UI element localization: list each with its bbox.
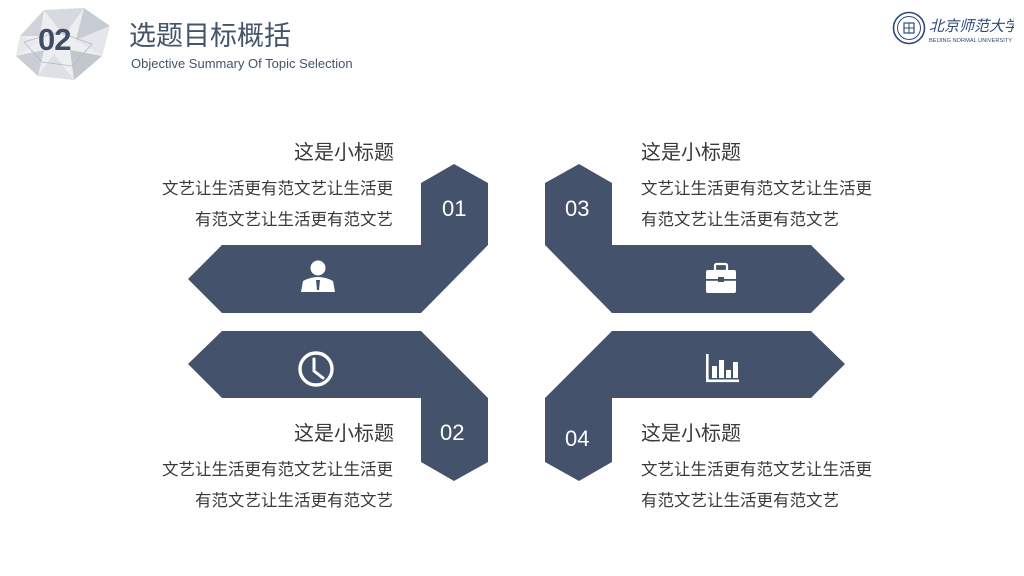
number-01: 01 — [442, 196, 467, 221]
university-logo: 北京师范大学 BEIJING NORMAL UNIVERSITY — [892, 10, 1021, 46]
page-subtitle: Objective Summary Of Topic Selection — [131, 56, 353, 71]
item-01-title: 这是小标题 — [294, 140, 394, 164]
number-03: 03 — [565, 196, 590, 221]
svg-text:BEIJING NORMAL UNIVERSITY: BEIJING NORMAL UNIVERSITY — [929, 38, 1012, 44]
number-04: 04 — [565, 426, 590, 451]
shape-01 — [188, 164, 488, 313]
item-01-line2: 有范文艺让生活更有范文艺 — [195, 210, 393, 229]
item-04-line1: 文艺让生活更有范文艺让生活更 — [641, 460, 872, 479]
item-02-line1: 文艺让生活更有范文艺让生活更 — [162, 460, 393, 479]
clock-icon — [298, 351, 334, 387]
svg-text:北京师范大学: 北京师范大学 — [929, 17, 1014, 35]
shape-04 — [545, 331, 845, 481]
item-03-line1: 文艺让生活更有范文艺让生活更 — [641, 179, 872, 198]
section-number-badge: 02 — [38, 22, 71, 57]
shape-03 — [545, 164, 845, 313]
item-04-line2: 有范文艺让生活更有范文艺 — [641, 491, 839, 510]
briefcase-icon — [706, 262, 736, 293]
user-icon — [301, 260, 335, 292]
bar-chart-icon — [706, 354, 739, 383]
number-02: 02 — [440, 420, 465, 445]
item-02-line2: 有范文艺让生活更有范文艺 — [195, 491, 393, 510]
page-title: 选题目标概括 — [129, 21, 291, 52]
item-02-title: 这是小标题 — [294, 421, 394, 445]
item-04-title: 这是小标题 — [641, 421, 741, 445]
shape-02 — [188, 331, 488, 481]
item-03-line2: 有范文艺让生活更有范文艺 — [641, 210, 839, 229]
badge-paper-graphic — [16, 8, 110, 80]
item-03-title: 这是小标题 — [641, 140, 741, 164]
item-01-line1: 文艺让生活更有范文艺让生活更 — [162, 179, 393, 198]
university-seal-icon: 北京师范大学 BEIJING NORMAL UNIVERSITY — [892, 11, 1021, 45]
